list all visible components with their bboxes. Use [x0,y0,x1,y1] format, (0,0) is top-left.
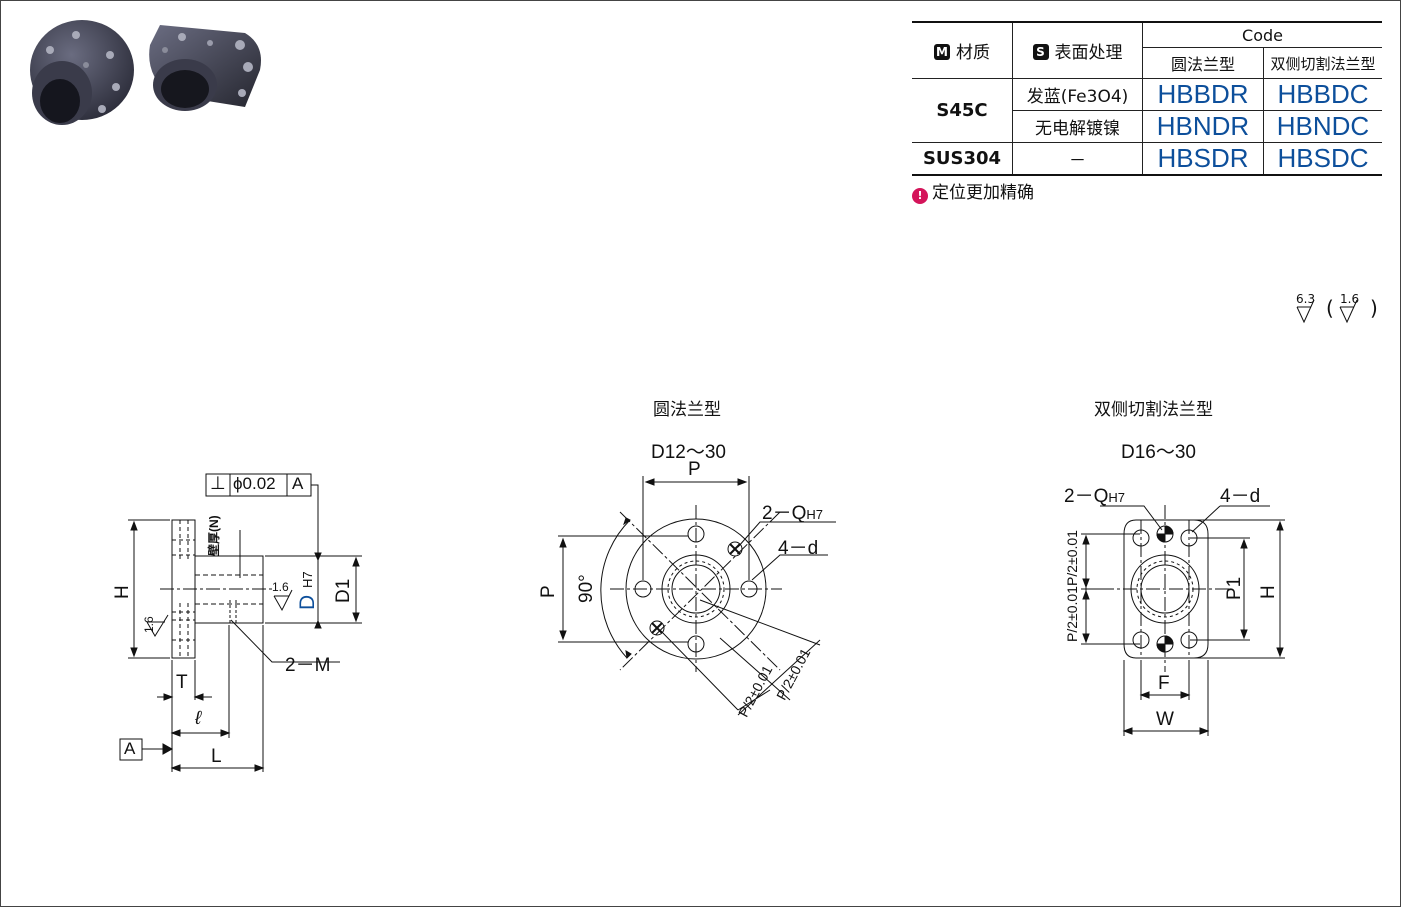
tolerance-value: ϕ0.02 [233,474,276,493]
round-view-title: 圆法兰型 [653,400,721,420]
cut-half-label-bottom: P/2±0.01 [1064,586,1080,642]
cut-flange-view [1081,505,1285,736]
surface-cell: 发蓝(Fe3O4) [1012,78,1143,111]
surface-cell: 无电解镀镍 [1012,110,1143,143]
roughness-triangle-icon [1296,299,1315,324]
cut-code-cell: HBSDC [1263,142,1382,176]
cut-f-label: F [1158,673,1170,694]
cut-w-label: W [1156,709,1174,730]
tolerance-symbol: ⊥ [210,473,226,493]
round-type-header: 圆法兰型 [1142,47,1264,79]
roughness-triangle-icon [1339,299,1358,324]
round-d-label: 4－d [778,538,819,559]
alert-icon: ! [912,188,928,204]
product-photo-round [30,20,134,125]
side-view [119,473,362,772]
round-code-cell: HBSDR [1142,142,1264,176]
h-label: H [112,585,133,599]
d1-label: D1 [333,578,354,603]
cut-d-label: 4－d [1220,486,1261,507]
cut-q-label: 2－QH7 [1064,486,1125,507]
feature-note: !定位更加精确 [912,178,1034,204]
cut-half-label-top: P/2±0.01 [1064,530,1080,586]
round-q-label: 2－QH7 [762,503,823,524]
cut-h-label: H [1258,585,1279,599]
roughness-label-flange: 1.6 [142,616,156,633]
datum-ref-label: A [124,739,136,758]
cut-type-header: 双侧切割法兰型 [1263,47,1382,79]
roughness-bracket: 1.6 [1340,292,1360,306]
length-label: L [211,746,222,767]
material-cell: S45C [912,78,1013,143]
cut-p1-label: P1 [1224,576,1245,600]
round-p-left-label: P [538,585,559,598]
bore-d-label: D [296,594,319,610]
datum-label: A [292,474,304,493]
l-label: ℓ [195,708,202,729]
round-code-cell: HBBDR [1142,78,1264,111]
material-badge: M [934,44,950,60]
roughness-main: 6.3 [1296,292,1316,306]
surface-badge: S [1032,44,1049,60]
t-label: T [176,672,188,693]
cut-code-cell: HBBDC [1263,78,1382,111]
cut-code-cell: HBNDC [1263,110,1382,143]
round-angle-label: 90° [576,574,597,603]
bore-tolerance-label: H7 [300,571,315,588]
wall-thickness-label: 壁厚(N) [207,515,221,556]
cut-view-title: 双侧切割法兰型 [1094,400,1213,420]
roughness-label: 1.6 [272,580,289,594]
round-range-label: D12～30 [651,442,726,463]
code-header: Code [1142,21,1382,48]
cut-range-label: D16～30 [1121,442,1196,463]
surface-cell: － [1012,142,1143,176]
round-flange-view [558,476,836,716]
m-label: 2－M [285,655,331,676]
round-p-top-label: P [688,459,701,480]
product-photo-cut [149,25,261,111]
material-cell: SUS304 [912,142,1013,176]
round-code-cell: HBNDR [1142,110,1264,143]
